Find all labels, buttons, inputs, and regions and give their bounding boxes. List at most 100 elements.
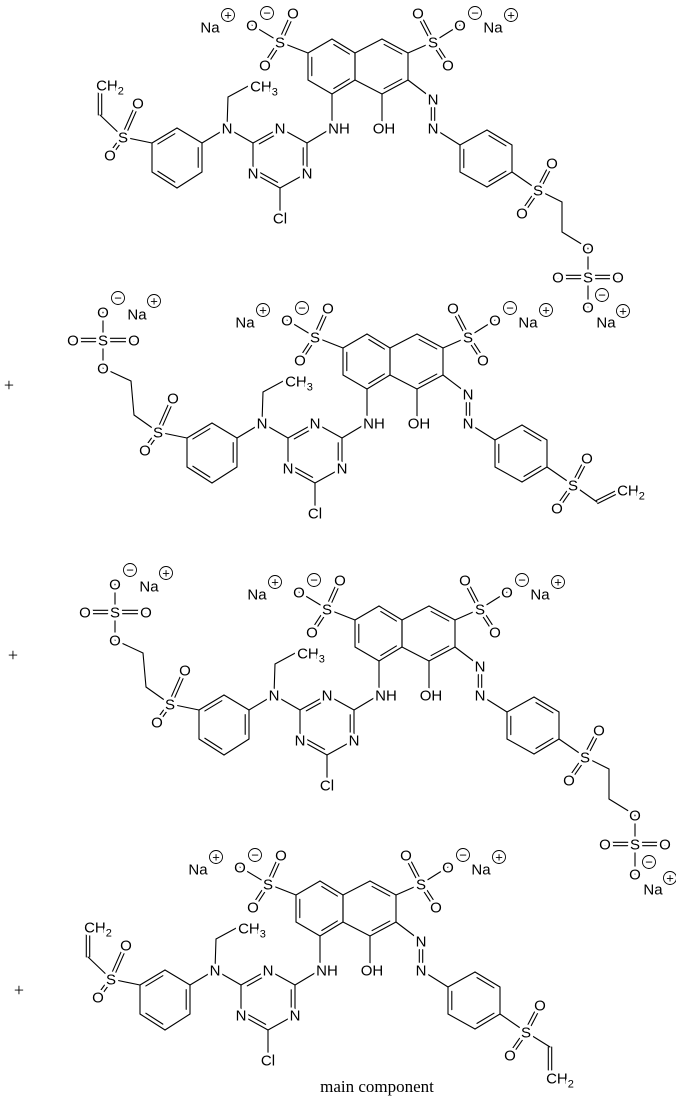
ring-bond <box>381 38 409 54</box>
svg-text:+: + <box>495 850 503 865</box>
amine-nitrogen: N <box>222 121 233 138</box>
bond <box>454 646 481 667</box>
ring-bond <box>447 971 476 988</box>
sodium-ion: Na <box>188 862 208 879</box>
vinyl-ch2-group-symbol: CH <box>84 920 106 937</box>
bond <box>298 591 328 610</box>
ring-bond <box>211 466 238 484</box>
ring-bond <box>474 1013 501 1030</box>
svg-text:−: − <box>126 563 134 578</box>
double-bond <box>310 607 327 632</box>
double-bond <box>570 456 587 485</box>
oxygen-atom: O <box>534 998 546 1015</box>
bond <box>395 921 422 942</box>
ring-inner-double-bond <box>523 430 542 442</box>
bond <box>130 380 135 416</box>
ring-bond <box>378 605 403 621</box>
bond <box>274 650 300 665</box>
ring-bond <box>267 1014 296 1031</box>
oxygen-atom: O <box>120 938 132 955</box>
bond <box>407 41 434 54</box>
double-bond <box>145 432 160 452</box>
bond <box>314 336 344 349</box>
double-bond <box>419 884 436 909</box>
double-bond <box>480 607 497 632</box>
oxygen-atom: O <box>442 58 454 75</box>
svg-text:−: − <box>471 6 479 21</box>
ring-bond <box>342 333 368 349</box>
ring-inner-double-bond <box>157 133 176 145</box>
bond <box>262 378 288 393</box>
double-bond <box>167 668 184 704</box>
ring-bond <box>342 880 371 896</box>
ring-bond <box>240 969 269 986</box>
sulfur-atom: S <box>416 877 426 894</box>
bond <box>273 694 301 711</box>
bond <box>251 24 281 43</box>
ring-bond <box>506 696 535 713</box>
ring-inner-double-bond <box>305 700 326 712</box>
oxygen-atom: O <box>306 625 318 642</box>
ring-bond <box>252 127 281 144</box>
ring-inner-double-bond <box>383 78 403 90</box>
ring-bond <box>295 880 321 896</box>
ring-bond <box>389 333 418 349</box>
oxygen-atom: O <box>293 585 305 602</box>
ring-bond <box>354 646 380 662</box>
ring-inner-double-bond <box>157 170 176 183</box>
triazine-nitrogen: N <box>295 733 306 750</box>
ring-bond <box>401 646 430 662</box>
methyl-group-symbol: CH <box>297 646 319 663</box>
vinyl-ch2-group-subscript: 2 <box>568 1079 574 1091</box>
bond <box>558 738 586 758</box>
ring-bond <box>366 333 391 349</box>
ring-bond <box>176 127 203 144</box>
ring-inner-double-bond <box>321 920 338 932</box>
double-bond <box>159 398 176 434</box>
mixture-plus-sign: + <box>14 980 24 1000</box>
double-bond <box>567 755 585 780</box>
ring-inner-double-bond <box>145 975 164 987</box>
ring-bond <box>331 38 356 54</box>
svg-text:−: − <box>310 573 318 588</box>
bond <box>353 694 380 711</box>
double-bond <box>124 103 141 139</box>
main-component-caption: main component <box>320 1077 434 1096</box>
ring-inner-double-bond <box>321 885 338 897</box>
sulfur-atom: S <box>463 330 473 347</box>
sulfate-sulfur: S <box>98 333 108 350</box>
ring-bond <box>326 694 355 711</box>
ring-bond <box>369 921 397 937</box>
double-bond <box>526 1005 543 1034</box>
double-bond <box>415 13 433 44</box>
oxygen-atom: O <box>599 837 611 854</box>
ring-bond <box>186 422 213 439</box>
double-bond <box>453 306 471 337</box>
positive-charge-icon: + <box>551 575 565 590</box>
triazine-nitrogen: N <box>283 461 294 478</box>
oxygen-atom: O <box>582 300 594 317</box>
bond <box>499 1013 527 1033</box>
negative-charge-icon: − <box>260 6 274 21</box>
double-bond <box>557 485 575 510</box>
ring-bond <box>326 739 355 756</box>
double-bond <box>418 11 436 42</box>
double-bond <box>555 483 573 508</box>
double-bond <box>251 882 268 907</box>
methyl-group-symbol: CH <box>285 374 307 391</box>
vinyl-ch2-group: CH2 <box>84 920 112 940</box>
vinyl-ch2-group-subscript: 2 <box>118 86 124 98</box>
ring-bond <box>198 738 225 756</box>
ring-bond <box>314 422 343 439</box>
double-bond <box>265 853 280 884</box>
ring-bond <box>252 172 281 189</box>
vinyl-ch2-group: CH2 <box>96 78 124 98</box>
positive-charge-icon: + <box>209 850 223 865</box>
ring-bond <box>354 38 383 54</box>
sulfur-atom: S <box>428 35 438 52</box>
bond <box>239 866 269 885</box>
oxygen-atom: O <box>247 900 259 917</box>
positive-charge-icon: + <box>159 566 173 581</box>
double-bond <box>508 1030 526 1055</box>
